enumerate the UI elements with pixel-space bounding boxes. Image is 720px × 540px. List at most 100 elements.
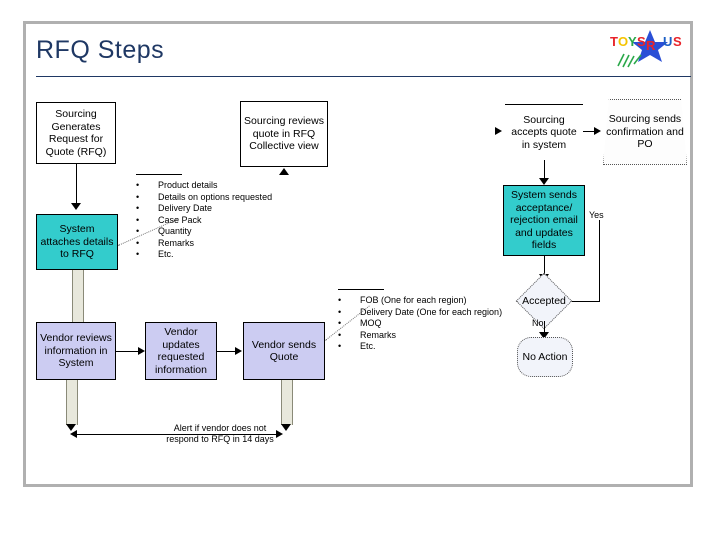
alert-note-line1: Alert if vendor does not	[173, 423, 267, 433]
connector-decision-yes	[572, 301, 600, 302]
list-item: • Quantity	[136, 226, 316, 238]
arrowhead-into-sourcing-accepts	[495, 127, 502, 135]
svg-text:Y: Y	[628, 34, 637, 49]
bullet-dot: •	[338, 329, 342, 340]
node-label: Sourcing accepts quote in system	[511, 113, 577, 151]
arrowhead-right-sends	[235, 347, 242, 355]
arrowhead-down-attaches	[71, 203, 81, 210]
list-item: • MOQ	[338, 318, 528, 330]
bullet-text: Details on options requested	[158, 191, 273, 202]
node-label: Sourcing Generates Request for Quote (RF…	[45, 108, 107, 158]
node-system-attaches[interactable]: System attaches details to RFQ	[36, 214, 118, 270]
bullet-dot: •	[136, 226, 140, 236]
arrowhead-quote-down	[281, 424, 291, 431]
edge-label-no: No	[532, 318, 544, 328]
arrowhead-right-updates	[138, 347, 145, 355]
alert-note-line2: respond to RFQ in 14 days	[166, 434, 274, 444]
bullets-rfq-details: • Product details • Details on options req…	[136, 174, 316, 261]
node-label: Vendor reviews information in System	[40, 332, 112, 370]
svg-text:S: S	[673, 34, 682, 49]
bullet-dot: •	[136, 237, 140, 248]
bullet-dot: •	[136, 191, 140, 202]
connector-updates-to-sends	[217, 351, 239, 352]
logo-star	[632, 30, 668, 62]
svg-text:T: T	[610, 34, 618, 49]
bullet-text: Case Pack	[158, 214, 202, 225]
connector-email-to-decision	[544, 256, 545, 278]
node-label: Vendor updates requested information	[155, 326, 207, 376]
edge-label-yes: Yes	[589, 210, 604, 220]
list-item: • Case Pack	[136, 215, 316, 227]
list-item: • Details on options requested	[136, 192, 316, 204]
bullet-text: MOQ	[360, 318, 382, 328]
list-item: • Delivery Date	[136, 203, 316, 215]
bullet-text: Etc.	[158, 249, 174, 259]
bullet-text: Delivery Date	[158, 203, 213, 213]
node-label: System sends acceptance/ rejection email…	[510, 189, 578, 252]
bullet-text: FOB (One for each region)	[360, 295, 467, 305]
alert-note: Alert if vendor does not respond to RFQ …	[130, 423, 310, 445]
connector-generates-to-attaches	[76, 164, 77, 204]
node-system-sends-email[interactable]: System sends acceptance/ rejection email…	[503, 185, 585, 256]
arrowhead-right-sourcing-sends	[594, 127, 601, 135]
bullet-dot: •	[136, 180, 140, 190]
bullet-dot: •	[338, 306, 342, 317]
blockarrow-attaches-to-vendor-reviews	[72, 270, 84, 322]
connector-reviews-to-updates	[116, 351, 142, 352]
node-label: Sourcing sends confirmation and PO	[606, 113, 684, 151]
svg-text:S: S	[637, 34, 646, 49]
connector-yes-riser	[599, 220, 600, 302]
bullet-text: Remarks	[158, 237, 195, 248]
node-vendor-reviews[interactable]: Vendor reviews information in System	[36, 322, 116, 380]
node-sourcing-sends-confirmation[interactable]: Sourcing sends confirmation and PO	[603, 99, 687, 165]
bullet-dot: •	[338, 341, 342, 351]
blockarrow-vendor-reviews-down	[66, 380, 78, 425]
node-sourcing-accepts[interactable]: Sourcing accepts quote in system	[505, 104, 583, 160]
list-item: • Remarks	[338, 330, 528, 342]
node-sourcing-generates[interactable]: Sourcing Generates Request for Quote (RF…	[36, 102, 116, 164]
node-no-action[interactable]: No Action	[517, 337, 573, 377]
svg-text:U: U	[663, 34, 672, 49]
title-divider	[36, 76, 691, 77]
node-sourcing-reviews[interactable]: Sourcing reviews quote in RFQ Collective…	[240, 101, 328, 167]
node-accepted-decision-label: Accepted	[522, 295, 566, 307]
bullet-text: Quantity	[158, 226, 192, 236]
arrowhead-down-email	[539, 178, 549, 185]
bullet-text: Remarks	[360, 329, 397, 340]
list-item: • Product details	[136, 180, 316, 192]
bullet-dot: •	[136, 249, 140, 259]
bullet-dot: •	[338, 295, 342, 305]
bullet-dot: •	[136, 214, 140, 225]
list-item: • Etc.	[338, 341, 528, 353]
node-label: Sourcing reviews quote in RFQ Collective…	[244, 115, 324, 153]
bullet-text: Product details	[158, 180, 218, 190]
arrowhead-alert-right	[276, 430, 283, 438]
alert-connector-line	[76, 434, 276, 435]
bullets-leader-line	[338, 289, 384, 290]
bullet-text: Delivery Date (One for each region)	[360, 306, 503, 317]
bullet-text: Etc.	[360, 341, 376, 351]
node-label: System attaches details to RFQ	[40, 223, 114, 261]
connector-accepts-to-sends	[583, 131, 597, 132]
bullets-leader-line	[136, 174, 182, 175]
bullets-quote-details: • FOB (One for each region) • Delivery Dat…	[338, 289, 528, 353]
node-label: No Action	[522, 350, 568, 363]
node-vendor-sends-quote[interactable]: Vendor sends Quote	[243, 322, 325, 380]
svg-text:R: R	[646, 38, 656, 53]
slide-frame	[23, 21, 693, 487]
node-vendor-updates[interactable]: Vendor updates requested information	[145, 322, 217, 380]
toys-r-us-logo: T O Y S R U S	[608, 28, 688, 72]
list-item: • Delivery Date (One for each region)	[338, 307, 528, 319]
node-label: Vendor sends Quote	[251, 338, 317, 364]
blockarrow-quote-down	[281, 380, 293, 425]
list-item: • FOB (One for each region)	[338, 295, 528, 307]
svg-text:O: O	[618, 34, 628, 49]
arrowhead-alert-left	[70, 430, 77, 438]
bullet-dot: •	[136, 203, 140, 213]
arrowhead-vendor-reviews-down	[66, 424, 76, 431]
bullet-dot: •	[338, 318, 342, 328]
list-item: • Remarks	[136, 238, 316, 250]
connector-accepts-to-email	[544, 160, 545, 182]
page-title: RFQ Steps	[36, 36, 165, 64]
